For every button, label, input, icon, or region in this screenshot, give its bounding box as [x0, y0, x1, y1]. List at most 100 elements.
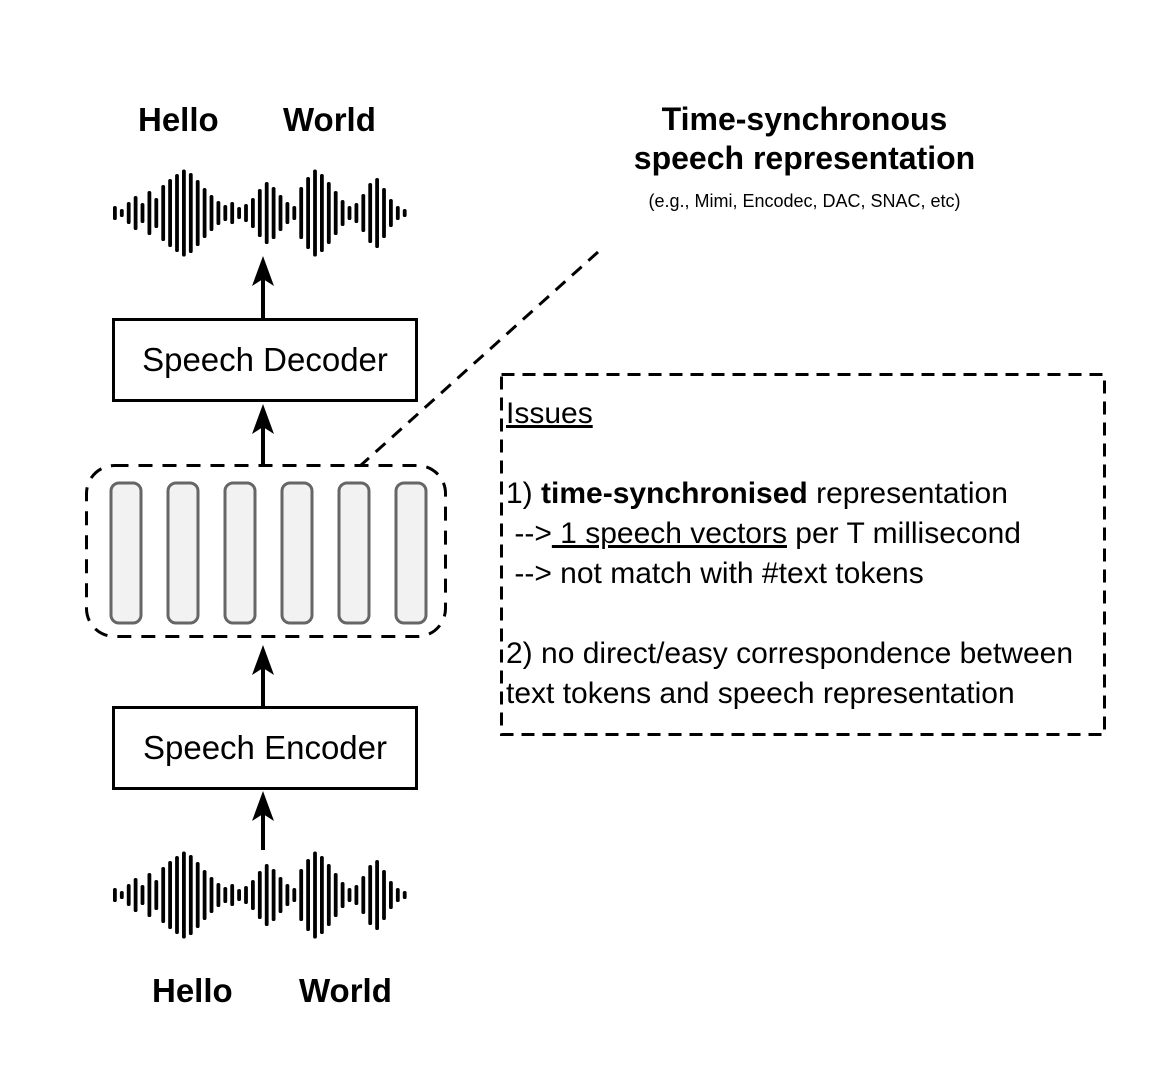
waveform-bar [161, 185, 166, 241]
speech-vector-bars [109, 481, 428, 625]
waveform-bar [230, 884, 235, 906]
up-arrow-icon [252, 645, 274, 706]
waveform-bar [368, 865, 373, 925]
waveform-bar [326, 864, 331, 926]
issue-1-sub1-prefix: --> [506, 517, 552, 550]
issue-1-sub2-line: --> not match with #text tokens [506, 557, 924, 590]
waveform-bar [202, 188, 207, 238]
waveform-bar [354, 203, 359, 223]
waveform-bar [306, 859, 310, 931]
waveform-bar [368, 183, 373, 243]
waveform-bar [278, 195, 283, 231]
waveform-bar [347, 206, 352, 220]
annotation-subtitle: (e.g., Mimi, Encodec, DAC, SNAC, etc) [648, 191, 961, 211]
waveform-bar [251, 880, 255, 910]
waveform-bar [375, 178, 379, 248]
waveform-bar [299, 869, 304, 921]
issue-1-line: 1) time-synchronised representation [506, 474, 1101, 514]
waveform-bar [223, 887, 228, 903]
waveform-bar [119, 891, 124, 899]
annotation-title-line2: speech representation [633, 140, 976, 176]
waveform-bar [140, 203, 145, 223]
issue-2-line1: 2) no direct/easy correspondence between [506, 637, 1074, 670]
waveform-bar [389, 199, 393, 227]
waveform-bar [195, 180, 200, 246]
issues-heading: Issues [506, 397, 593, 430]
representation-container-box [85, 464, 447, 638]
annotation-title-line1: Time-synchronous [661, 101, 948, 137]
issue-1-suffix: representation [807, 477, 1008, 510]
waveform-bar [299, 187, 304, 239]
speech-vector-bar [109, 481, 143, 625]
waveform-bar [264, 864, 269, 926]
issue-1-bold-text: time-synchronised [541, 477, 808, 510]
speech-vector-bar [337, 481, 371, 625]
waveform-bar [257, 189, 262, 237]
waveform-bar [292, 888, 297, 902]
waveform-bar [402, 209, 407, 217]
waveform-bar [326, 182, 331, 244]
waveform-bar [244, 204, 248, 222]
waveform-bar [182, 169, 186, 257]
speech-encoder-box: Speech Encoder [112, 706, 418, 790]
waveform-bar [333, 191, 338, 235]
waveform-bar [182, 851, 186, 939]
waveform-bar [140, 885, 145, 905]
issues-box-border [500, 373, 1106, 736]
waveform-bar [168, 179, 172, 247]
waveform-bar [306, 177, 310, 249]
waveform-bar [320, 856, 324, 934]
waveform-bar [320, 174, 324, 252]
speech-vector-bar [394, 481, 428, 625]
waveform-bar [340, 200, 345, 226]
input-word-hello: Hello [152, 972, 233, 1009]
waveform-bar [113, 206, 117, 220]
waveform-bar [271, 187, 276, 239]
waveform-bar [113, 888, 117, 902]
waveform-bar [119, 209, 124, 217]
waveform-bar [271, 869, 276, 921]
waveform-bar [375, 860, 379, 930]
speech-vector-bar [280, 481, 314, 625]
up-arrow-icon [252, 256, 274, 318]
waveform-bar [154, 198, 159, 228]
waveform-bar [154, 880, 159, 910]
speech-vector-bar [223, 481, 257, 625]
waveform-bar [313, 169, 317, 257]
waveform-bar [175, 174, 179, 252]
up-arrow-icon [252, 404, 274, 464]
waveform-bar [257, 871, 262, 919]
issue-1-sub1-suffix: per T millisecond [786, 517, 1021, 550]
waveform-bar [382, 870, 386, 920]
waveform-bar [278, 877, 283, 913]
waveform-bar [285, 884, 290, 906]
waveform-bar [188, 855, 193, 935]
waveform-bar [354, 885, 359, 905]
waveform-bar [313, 851, 317, 939]
waveform-bar [389, 881, 393, 909]
waveform-bar [147, 191, 152, 235]
waveform-bar [147, 873, 152, 917]
waveform-bar [402, 891, 407, 899]
waveform-bar [361, 876, 366, 914]
speech-decoder-label: Speech Decoder [142, 341, 388, 378]
waveform-bar [395, 206, 400, 220]
issue-1-sub1-line: --> 1 speech vectors per T millisecond [506, 514, 1101, 554]
input-word-world: World [299, 972, 392, 1009]
waveform-bar [126, 202, 131, 224]
waveform-bar [292, 206, 297, 220]
speech-encoder-label: Speech Encoder [142, 729, 387, 766]
waveform-bar [340, 882, 345, 908]
speech-decoder-box: Speech Decoder [112, 318, 418, 402]
waveform-bar [237, 207, 241, 219]
waveform-bar [216, 883, 221, 907]
audio-waveform-icon [113, 169, 407, 257]
waveform-bar [188, 173, 193, 253]
up-arrow-icon [252, 791, 274, 850]
waveform-bar [244, 886, 248, 904]
waveform-bar [126, 884, 131, 906]
waveform-bar [195, 862, 200, 928]
issues-spacer [506, 594, 1101, 634]
waveform-bar [251, 198, 255, 228]
